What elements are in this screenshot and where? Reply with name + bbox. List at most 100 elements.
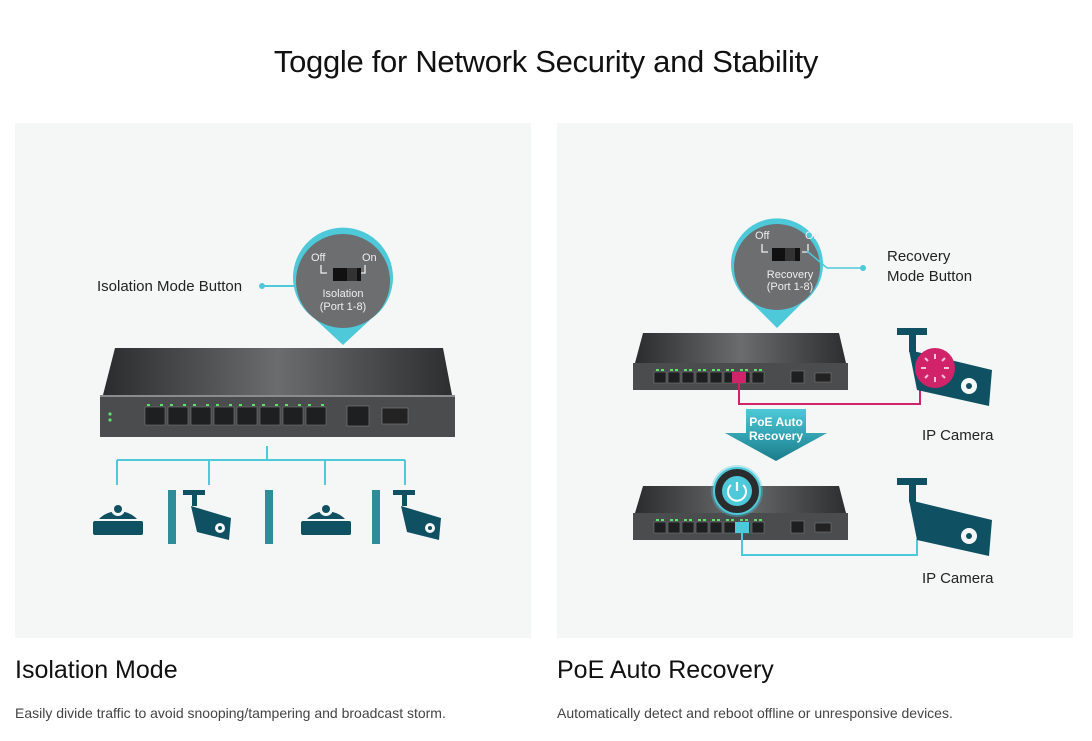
isolation-mode-illustration: Isolation Mode Button Off On Isolation (… — [15, 123, 531, 638]
port-led — [754, 519, 757, 521]
port-led — [717, 519, 720, 521]
port-led — [740, 369, 743, 371]
firewall-icon — [168, 490, 176, 544]
page-title: Toggle for Network Security and Stabilit… — [273, 44, 819, 79]
ethernet-port — [709, 521, 723, 534]
port-led — [183, 404, 186, 406]
poe-auto-recovery-illustration: Off On Recovery (Port 1-8) Recovery Mode… — [557, 123, 1073, 638]
port-led — [239, 404, 242, 406]
port-led — [670, 369, 673, 371]
svg-text:On: On — [805, 230, 820, 242]
power-restart-icon — [711, 465, 763, 517]
port-led — [698, 519, 701, 521]
ethernet-port — [695, 371, 709, 384]
ip-camera-online-icon — [897, 478, 992, 556]
svg-text:(Port 1-8): (Port 1-8) — [320, 301, 366, 313]
isolation-toggle-magnifier: Off On Isolation (Port 1-8) — [293, 227, 393, 345]
port-led — [275, 404, 278, 406]
recovery-toggle-magnifier: Off On Recovery (Port 1-8) — [731, 218, 823, 328]
network-switch-offline — [633, 333, 848, 390]
svg-text:Recovery: Recovery — [749, 429, 803, 443]
ethernet-port — [653, 371, 667, 384]
ethernet-port — [751, 371, 765, 384]
ethernet-port — [305, 406, 327, 426]
port-led — [703, 519, 706, 521]
ip-camera-label-top: IP Camera — [922, 427, 994, 444]
ethernet-port — [282, 406, 304, 426]
port-led — [689, 519, 692, 521]
port-led — [229, 404, 232, 406]
ethernet-port — [667, 371, 681, 384]
isolation-callout-label: Isolation Mode Button — [97, 278, 242, 295]
port-led — [670, 519, 673, 521]
port-led — [754, 369, 757, 371]
port-led — [745, 519, 748, 521]
firewall-icon — [372, 490, 380, 544]
ethernet-port — [190, 406, 212, 426]
port-led — [193, 404, 196, 406]
port-led — [689, 369, 692, 371]
port-led — [717, 369, 720, 371]
ethernet-port — [723, 521, 737, 534]
svg-text:Recovery: Recovery — [767, 269, 814, 281]
ethernet-port — [709, 371, 723, 384]
ethernet-port — [667, 521, 681, 534]
network-switch — [100, 348, 455, 437]
port-led — [726, 369, 729, 371]
port-led — [675, 369, 678, 371]
svg-text:PoE Auto: PoE Auto — [749, 415, 803, 429]
svg-text:Isolation: Isolation — [323, 288, 364, 300]
port-led — [684, 519, 687, 521]
svg-text:Off: Off — [755, 230, 770, 242]
isolation-mode-title: Isolation Mode — [15, 656, 178, 684]
port-led — [661, 519, 664, 521]
port-led — [745, 369, 748, 371]
port-led — [656, 519, 659, 521]
port-led — [321, 404, 324, 406]
port-led — [759, 519, 762, 521]
port-led — [285, 404, 288, 406]
ethernet-port — [695, 521, 709, 534]
ethernet-port — [681, 521, 695, 534]
poe-auto-recovery-description: Automatically detect and reboot offline … — [557, 705, 953, 721]
bullet-camera-icon — [183, 490, 231, 540]
port-led — [759, 369, 762, 371]
ip-camera-offline-icon — [897, 328, 992, 406]
port-led — [731, 519, 734, 521]
port-led — [684, 369, 687, 371]
port-led — [170, 404, 173, 406]
recovery-callout-label: Recovery — [887, 248, 951, 265]
bullet-camera-icon — [393, 490, 441, 540]
port-led — [206, 404, 209, 406]
ethernet-port — [681, 371, 695, 384]
ip-camera-label-bottom: IP Camera — [922, 570, 994, 587]
port-led — [712, 519, 715, 521]
port-led — [216, 404, 219, 406]
poe-auto-recovery-arrow-icon: PoE Auto Recovery — [725, 409, 827, 461]
port-led — [675, 519, 678, 521]
port-led — [147, 404, 150, 406]
port-led — [703, 369, 706, 371]
port-led — [698, 369, 701, 371]
port-led — [252, 404, 255, 406]
svg-text:Off: Off — [311, 252, 326, 264]
port-led — [308, 404, 311, 406]
ethernet-port — [213, 406, 235, 426]
recovery-callout-label-2: Mode Button — [887, 268, 972, 285]
port-led — [661, 369, 664, 371]
ethernet-port — [236, 406, 258, 426]
port-led — [160, 404, 163, 406]
port-led — [656, 369, 659, 371]
dome-camera-icon — [93, 502, 143, 535]
ethernet-port — [259, 406, 281, 426]
ethernet-port — [167, 406, 189, 426]
failed-link-line — [738, 383, 921, 405]
port-led — [740, 519, 743, 521]
dome-camera-icon — [301, 502, 351, 535]
poe-auto-recovery-title: PoE Auto Recovery — [557, 656, 774, 684]
port-led — [262, 404, 265, 406]
port-led — [298, 404, 301, 406]
recovered-link-line — [741, 533, 918, 556]
ethernet-port — [144, 406, 166, 426]
network-topology-lines — [116, 446, 406, 485]
